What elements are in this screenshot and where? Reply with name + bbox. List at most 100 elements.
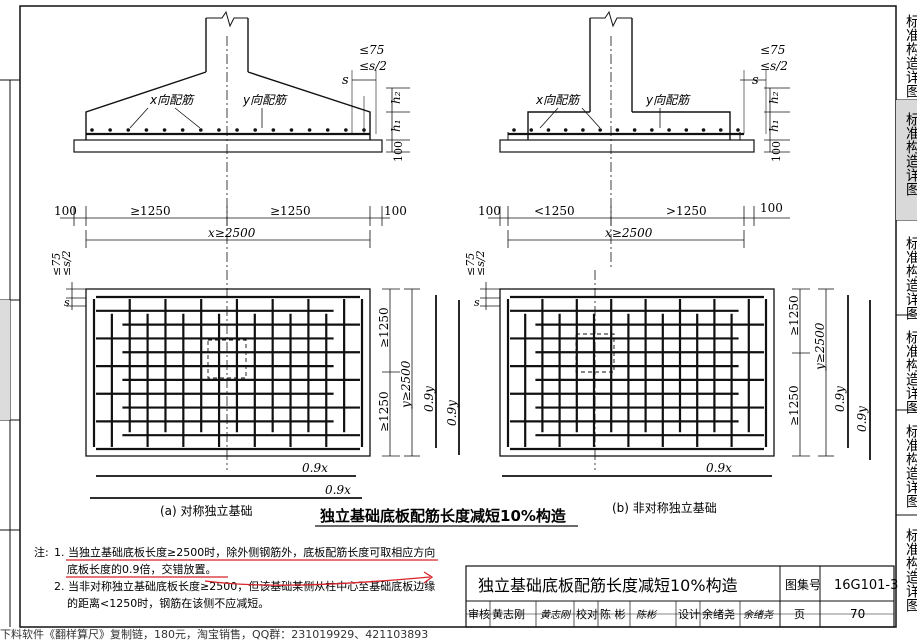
caption-a: (a) 对称独立基础	[160, 503, 253, 518]
rebar-section-dot	[667, 128, 671, 132]
plan-a-grid	[92, 295, 364, 451]
label-lt1250-b: <1250	[534, 204, 575, 218]
title-block-title: 独立基础底板配筋长度减短10%构造	[478, 576, 738, 595]
label-y-rebar-b: y向配筋	[645, 93, 691, 107]
atlas-label: 图集号	[785, 577, 821, 592]
label-x-ge2500-a: x≥2500	[208, 226, 256, 240]
review-signature: 黄志刚	[540, 609, 572, 621]
side-tab-2[interactable]: 标准构造详图	[904, 112, 917, 196]
label-ge1250-left-a: ≥1250	[130, 204, 171, 218]
label-x-rebar-a: x向配筋	[149, 93, 195, 107]
plan-b-y-ge2500: y≥2500	[813, 322, 827, 371]
plan-a-09x-outer: 0.9x	[325, 483, 351, 497]
plan-a-09x-inner: 0.9x	[302, 461, 328, 475]
note-1-line-2: 底板长度的0.9倍，交错放置。	[67, 562, 217, 576]
plan-a-y-ge2500: y≥2500	[399, 360, 413, 409]
footer-text: 下料软件《翻样算尺》复制链，180元，淘宝销售，QQ群：231019929、42…	[0, 627, 428, 640]
rebar-section-dot	[529, 128, 534, 132]
design-signature: 余绪尧	[743, 609, 774, 621]
design-name: 余绪尧	[702, 607, 735, 621]
rebar-section-dot	[684, 128, 689, 132]
rebar-section-dot	[126, 128, 131, 132]
rebar-section-dot	[90, 128, 94, 132]
label-100-left-a: 100	[54, 204, 77, 218]
section-a-dimensions	[60, 206, 390, 248]
plan-b-09x: 0.9x	[706, 461, 732, 475]
note-1-line-1: 1. 当独立基础底板长度≥2500时，除外侧钢筋外，底板配筋长度可取相应方向	[54, 545, 435, 559]
sheet-frame	[19, 5, 897, 628]
rebar-section-dot	[362, 128, 366, 132]
rebar-section-dot	[217, 128, 221, 132]
section-b-dimensions	[488, 206, 790, 248]
rebar-section-dot	[512, 128, 516, 132]
section-a-plan	[85, 270, 371, 470]
section-b-rebar-dots	[512, 128, 740, 132]
check-label: 校对	[576, 607, 598, 621]
label-ge1250-right-a: ≥1250	[270, 204, 311, 218]
side-tab-3[interactable]: 标准构造详图	[904, 236, 917, 320]
left-edge-strip	[0, 79, 20, 627]
check-name: 陈 彬	[600, 607, 626, 621]
rebar-section-dot	[108, 128, 112, 132]
rebar-section-dot	[144, 128, 149, 132]
notes: 注: 1. 当独立基础底板长度≥2500时，除外侧钢筋外，底板配筋长度可取相应方…	[34, 545, 438, 610]
red-underline	[66, 559, 438, 578]
design-label: 设计	[678, 608, 700, 621]
caption-b: (b) 非对称独立基础	[612, 500, 717, 515]
label-x-ge2500-b: x≥2500	[605, 226, 653, 240]
label-100v-a: 100	[392, 141, 405, 162]
plan-b-ge1250-top: ≥1250	[787, 295, 801, 336]
label-les2-b: ≤s/2	[760, 59, 788, 73]
plan-b-grid	[506, 295, 768, 451]
label-y-rebar-a: y向配筋	[242, 93, 288, 107]
rebar-section-dot	[615, 128, 620, 132]
title-block: 独立基础底板配筋长度减短10%构造 图集号 16G101-3 审核 黄志刚 黄志…	[465, 565, 898, 628]
section-a-rebar-dots	[90, 128, 366, 132]
rebar-section-dot	[271, 128, 276, 132]
side-tab-5[interactable]: 标准构造详图	[904, 424, 917, 508]
section-b-plan	[499, 270, 775, 470]
plan-b-s: s	[474, 296, 480, 309]
rebar-section-dot	[253, 128, 257, 132]
side-tab-6[interactable]: 标准构造详图	[904, 528, 917, 612]
rebar-section-dot	[325, 128, 330, 132]
label-h2-a: h₂	[389, 91, 403, 104]
label-h1-b: h₁	[767, 119, 781, 132]
plan-a-dimensions	[66, 282, 460, 499]
label-h1-a: h₁	[389, 119, 403, 132]
rebar-section-dot	[736, 128, 740, 132]
page-number: 70	[850, 607, 865, 621]
label-s-a: s	[342, 73, 349, 88]
rebar-section-dot	[563, 128, 568, 132]
plan-b-le75: ≤75	[464, 253, 477, 276]
label-gt1250-b: >1250	[666, 204, 707, 218]
plan-b-ge1250-bottom: ≥1250	[787, 385, 801, 426]
red-arrow-head	[423, 571, 434, 584]
label-les2-a: ≤s/2	[359, 59, 387, 73]
note-2-line-2: 的距离<1250时，钢筋在该侧不应减短。	[67, 596, 269, 610]
plan-b-les2: ≤s/2	[474, 250, 487, 276]
rebar-section-dot	[581, 128, 585, 132]
rebar-section-dot	[235, 128, 239, 132]
center-title: 独立基础底板配筋长度减短10%构造	[320, 507, 566, 525]
label-100v-b: 100	[770, 141, 783, 162]
plan-a-le75: ≤75	[50, 253, 63, 276]
rebar-section-dot	[289, 128, 294, 132]
rebar-section-dot	[650, 128, 654, 132]
side-tab-1[interactable]: 标准构造详图	[904, 14, 917, 98]
review-name: 黄志刚	[492, 607, 525, 621]
label-100-right-b: 100	[760, 201, 783, 215]
label-le75-b: ≤75	[760, 43, 785, 57]
rebar-section-dot	[307, 128, 312, 132]
plan-a-les2: ≤s/2	[60, 250, 73, 276]
check-signature: 陈彬	[636, 609, 658, 621]
side-tab-4[interactable]: 标准构造详图	[904, 330, 917, 414]
page-label: 页	[794, 608, 805, 621]
plan-a-09y-inner: 0.9y	[422, 386, 436, 412]
section-a-elevation	[73, 10, 410, 270]
plan-b-09y-inner: 0.9y	[833, 386, 847, 412]
plan-a-ge1250-bottom: ≥1250	[377, 391, 391, 432]
side-tabs: 标准构造详图 标准构造详图 标准构造详图 标准构造详图 标准构造详图 标准构造详…	[896, 14, 917, 612]
label-x-rebar-b: x向配筋	[535, 93, 581, 107]
plan-a-ge1250-top: ≥1250	[377, 307, 391, 348]
